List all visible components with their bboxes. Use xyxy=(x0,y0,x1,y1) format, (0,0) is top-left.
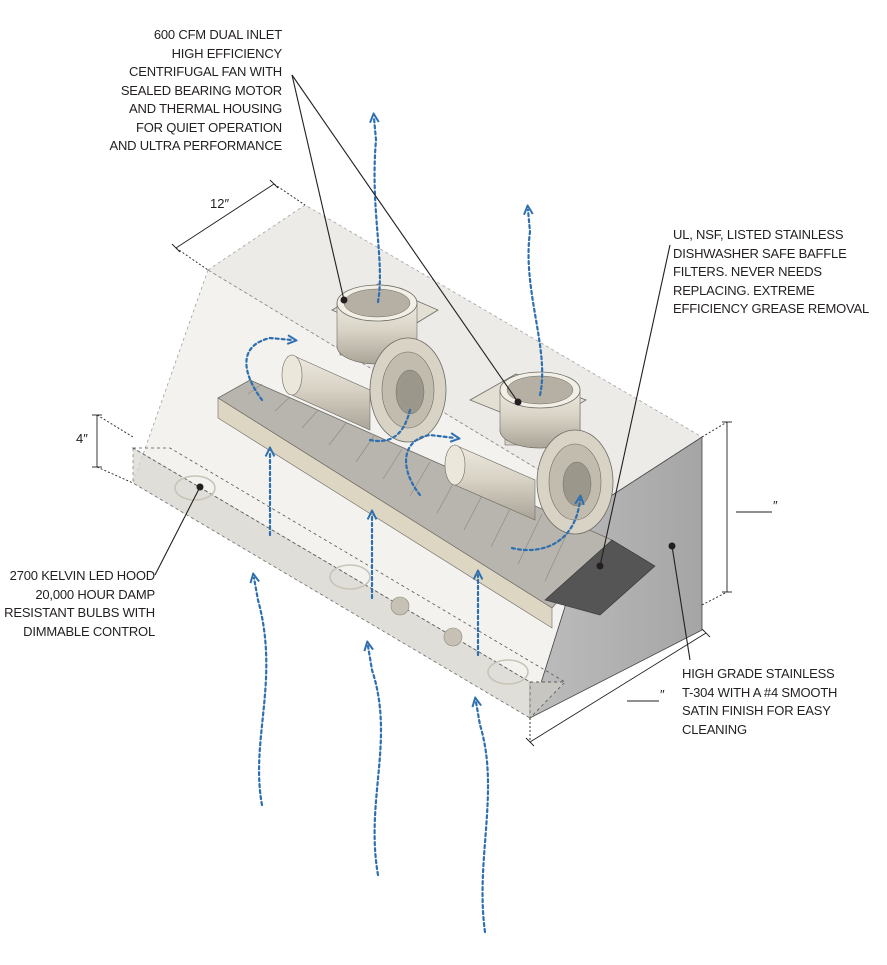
callout-fan-line-7: AND ULTRA PERFORMANCE xyxy=(109,138,282,153)
airflow-arrow-below-2 xyxy=(368,646,383,877)
leader-lines xyxy=(154,74,691,661)
leader-dots xyxy=(196,296,676,570)
callout-led-line-3: RESISTANT BULBS WITH xyxy=(4,605,155,620)
dim-height-label: ″ xyxy=(773,498,778,513)
airflow-arrows xyxy=(245,118,580,934)
callout-steel: HIGH GRADE STAINLESS T-304 WITH A #4 SMO… xyxy=(682,665,837,739)
leader-fan-2 xyxy=(291,74,519,403)
callout-steel-line-2: T-304 WITH A #4 SMOOTH xyxy=(682,684,838,700)
fan-left-motor xyxy=(281,354,303,396)
callout-fan-line-3: CENTRIFUGAL FAN WITH xyxy=(129,64,282,79)
callout-filters-line-1: UL, NSF, LISTED STAINLESS xyxy=(673,227,844,242)
airflow-arrow-intake-2 xyxy=(405,435,455,497)
baffle-filter-edge xyxy=(217,397,553,629)
callout-led-line-4: DIMMABLE CONTROL xyxy=(23,623,155,639)
grease-trough xyxy=(544,539,656,616)
dim-width-line xyxy=(529,632,707,743)
callout-led-line-2: 20,000 HOUR DAMP xyxy=(35,586,155,602)
dimension-lines xyxy=(92,179,772,747)
callout-steel-line-3: SATIN FINISH FOR EASY xyxy=(682,703,831,718)
control-knob-2 xyxy=(443,627,463,647)
airflow-arrow-intake-1 xyxy=(245,338,292,402)
leader-dot-led xyxy=(196,483,204,491)
led-light-2 xyxy=(329,564,371,590)
hood-lower-flange xyxy=(529,681,566,719)
callout-fan-line-4: SEALED BEARING MOTOR xyxy=(120,82,282,98)
callout-fan: 600 CFM DUAL INLET HIGH EFFICIENCY CENTR… xyxy=(109,26,282,156)
callout-filters-line-4: REPLACING. EXTREME xyxy=(673,282,815,298)
leader-dot-fan-1 xyxy=(340,296,348,304)
leader-led xyxy=(154,486,201,576)
control-knob-1 xyxy=(390,596,410,616)
airflow-arrow-fan-out-2 xyxy=(510,500,580,552)
airflow-arrow-fan-out-1 xyxy=(368,408,412,443)
callout-led: 2700 KELVIN LED HOOD 20,000 HOUR DAMP RE… xyxy=(4,567,155,641)
blower-fan-right xyxy=(444,371,614,535)
dim-depth-line xyxy=(175,183,275,249)
callout-filters: UL, NSF, LISTED STAINLESS DISHWASHER SAF… xyxy=(673,226,869,319)
dim-depth-label: 12″ xyxy=(210,196,230,211)
airflow-arrow-exhaust-1 xyxy=(374,118,381,304)
airflow-arrow-below-3 xyxy=(476,702,490,934)
blower-fan-left xyxy=(281,283,447,443)
leader-fan-1 xyxy=(291,74,345,301)
callout-fan-line-5: AND THERMAL HOUSING xyxy=(129,101,282,116)
baffle-filter xyxy=(217,379,656,629)
led-lights xyxy=(174,475,529,685)
leader-dot-filters xyxy=(596,562,604,570)
callout-filters-line-3: FILTERS. NEVER NEEDS xyxy=(673,264,822,279)
callout-filters-line-5: EFFICIENCY GREASE REMOVAL xyxy=(673,301,870,316)
leader-steel xyxy=(671,545,691,661)
hood-control-knobs xyxy=(390,596,463,647)
leader-dot-fan-2 xyxy=(514,398,522,406)
led-light-1 xyxy=(174,475,216,501)
dim-front-height-label: 4″ xyxy=(76,431,88,446)
callout-fan-line-2: HIGH EFFICIENCY xyxy=(171,45,283,61)
callout-led-line-1: 2700 KELVIN LED HOOD xyxy=(9,568,156,583)
dim-width-label: ″ xyxy=(660,687,665,702)
callout-fan-line-6: FOR QUIET OPERATION xyxy=(136,119,282,135)
leader-dot-steel xyxy=(668,542,676,550)
fan-right-motor xyxy=(444,444,466,486)
airflow-arrow-below-1 xyxy=(254,578,268,807)
airflow-arrow-exhaust-2 xyxy=(528,210,544,397)
callout-filters-line-2: DISHWASHER SAFE BAFFLE xyxy=(673,245,847,261)
callout-steel-line-4: CLEANING xyxy=(682,721,747,737)
leader-filters xyxy=(599,244,671,567)
callout-steel-line-1: HIGH GRADE STAINLESS xyxy=(682,666,835,681)
led-light-3 xyxy=(487,659,529,685)
callout-fan-line-1: 600 CFM DUAL INLET xyxy=(153,27,282,42)
